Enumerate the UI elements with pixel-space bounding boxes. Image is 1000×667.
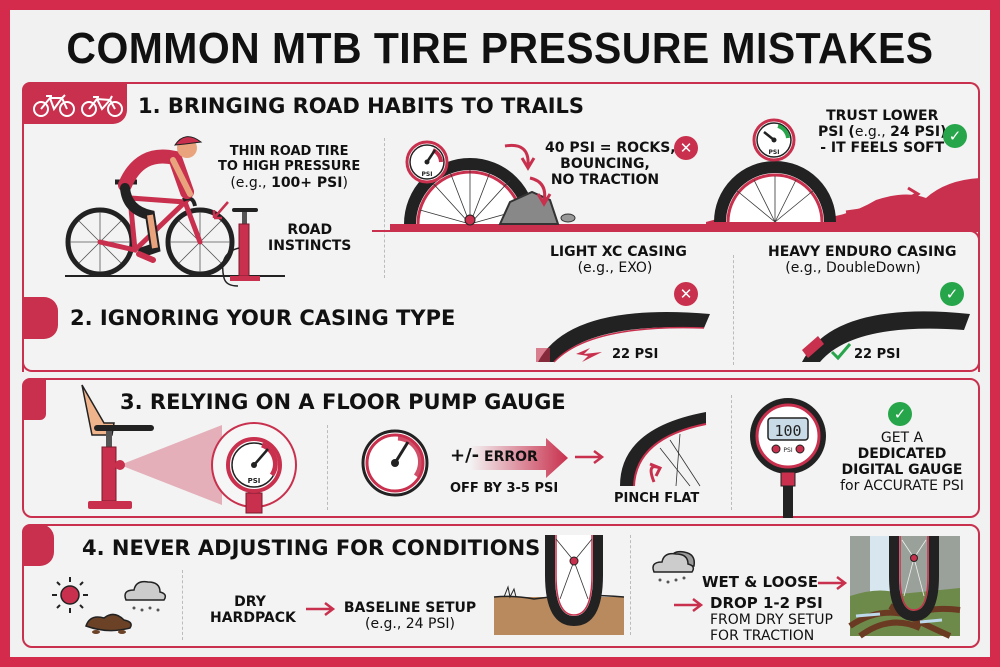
wet-roots-wheel-illustration	[848, 536, 961, 639]
arrow-right-icon	[818, 576, 848, 590]
heavy-casing-example: (e.g., DoubleDown)	[785, 260, 921, 277]
rain-cloud-icon	[124, 580, 167, 612]
infographic-sheet: COMMON MTB TIRE PRESSURE MISTAKES 1. BRI…	[10, 10, 990, 657]
section-2-title: 2. IGNORING YOUR CASING TYPE	[70, 306, 456, 330]
bad-pressure-callout: 40 PSI = ROCKS, BOUNCING, NO TRACTION	[545, 140, 676, 189]
pinch-flat-tire-illustration	[620, 412, 707, 487]
dry-trail-wheel-illustration	[493, 535, 625, 635]
pump-label-line1: ROAD	[287, 222, 333, 238]
dry-line2: HARDPACK	[210, 610, 296, 627]
wet-drop: DROP 1-2 PSI	[710, 594, 823, 612]
light-casing-psi: 22 PSI	[612, 347, 658, 362]
analog-gauge-icon	[361, 429, 429, 497]
gauge-psi-text: PSI	[248, 477, 261, 485]
digital-gauge-advice: GET A DEDICATED DIGITAL GAUGE for ACCURA…	[832, 430, 972, 494]
baseline-setup-label: BASELINE SETUP (e.g., 24 PSI)	[340, 600, 480, 632]
bad-callout-line2: BOUNCING,	[560, 156, 650, 173]
error-word: ERROR	[484, 449, 538, 465]
road-cyclist-illustration	[65, 136, 285, 277]
error-prefix: +/-	[450, 445, 480, 466]
arrow-right-icon	[674, 598, 704, 612]
good-callout-line1: TRUST LOWER	[826, 108, 939, 124]
dry-hardpack-label: DRY HARDPACK	[210, 594, 296, 627]
low-pressure-gauge-icon: PSI	[752, 118, 796, 162]
section-4-title: 4. NEVER ADJUSTING FOR CONDITIONS	[82, 536, 541, 560]
section-3-tab	[22, 378, 46, 420]
advice-line4: for ACCURATE PSI	[840, 478, 964, 495]
heavy-casing-title: HEAVY ENDURO CASING	[768, 244, 957, 260]
mud-icon	[85, 613, 132, 634]
section-3-title: 3. RELYING ON A FLOOR PUMP GAUGE	[120, 390, 566, 414]
divider	[630, 535, 631, 635]
advice-line1: GET A	[880, 430, 924, 446]
error-detail: OFF BY 3-5 PSI	[450, 481, 559, 496]
dry-line1: DRY	[234, 594, 266, 610]
check-icon: ✓	[940, 282, 964, 306]
arrow-right-icon	[575, 450, 605, 464]
digital-gauge-icon: 100 PSI	[750, 398, 826, 518]
arrow-to-tire-icon	[212, 201, 229, 220]
gauge-psi-text: PSI	[422, 171, 433, 178]
good-callout-line3: - IT FEELS SOFT	[820, 140, 945, 157]
arrow-right-icon	[306, 602, 336, 616]
mountain-bike-icon	[81, 95, 123, 117]
divider	[384, 138, 385, 278]
gauge-psi-text: PSI	[769, 149, 780, 156]
heavy-casing-tire-illustration: 22 PSI	[802, 311, 970, 362]
section-2-tab	[22, 297, 58, 339]
road-instincts-label: ROAD INSTINCTS	[268, 222, 351, 254]
bad-callout-line3: NO TRACTION	[550, 172, 660, 189]
good-callout-line2: PSI (e.g., 24 PSI)	[818, 124, 946, 141]
pump-label-line2: INSTINCTS	[268, 238, 352, 255]
baseline-line1: BASELINE SETUP	[343, 600, 477, 616]
error-label: +/- ERROR	[450, 445, 538, 467]
gauge-icon: PSI	[405, 140, 449, 184]
bad-callout-line1: 40 PSI = ROCKS,	[545, 140, 676, 156]
wet-loose-label: WET & LOOSE	[702, 573, 819, 591]
error-arrow-icon	[470, 438, 568, 478]
digital-reading: 100	[774, 422, 801, 440]
page-title: COMMON MTB TIRE PRESSURE MISTAKES	[66, 24, 934, 73]
sun-icon	[52, 577, 88, 613]
divider	[182, 570, 183, 640]
bounce-arrows-icon	[504, 143, 552, 207]
light-casing-example: (e.g., EXO)	[577, 260, 653, 277]
digital-unit: PSI	[783, 447, 792, 454]
baseline-line2: (e.g., 24 PSI)	[365, 616, 455, 633]
advice-line2: DEDICATED	[857, 446, 947, 463]
advice-line3: DIGITAL GAUGE	[841, 462, 963, 479]
x-icon: ✕	[674, 136, 698, 160]
section-1-title: 1. BRINGING ROAD HABITS TO TRAILS	[138, 94, 585, 118]
check-icon: ✓	[888, 402, 912, 426]
heavy-casing-label: HEAVY ENDURO CASING (e.g., DoubleDown)	[768, 244, 957, 277]
light-casing-label: LIGHT XC CASING (e.g., EXO)	[550, 244, 687, 277]
section-4-tab	[22, 524, 54, 566]
road-tire-callout: THIN ROAD TIRE TO HIGH PRESSURE (e.g., 1…	[218, 144, 361, 191]
good-pressure-callout: TRUST LOWER PSI (e.g., 24 PSI) - IT FEEL…	[818, 108, 946, 156]
check-icon: ✓	[943, 124, 967, 148]
rain-cloud-icon	[652, 550, 696, 584]
road-callout-line1: THIN ROAD TIRE	[229, 144, 349, 159]
light-casing-tire-illustration: 22 PSI	[536, 312, 710, 363]
wet-line4: FOR TRACTION	[710, 628, 815, 645]
wet-line3: FROM DRY SETUP	[710, 612, 833, 629]
wet-advice: DROP 1-2 PSI FROM DRY SETUP FOR TRACTION	[710, 594, 833, 645]
floor-pump-with-gauge-illustration: PSI	[81, 384, 297, 514]
light-casing-title: LIGHT XC CASING	[550, 244, 687, 260]
divider	[327, 425, 328, 510]
x-icon: ✕	[674, 282, 698, 306]
road-callout-line3: (e.g., 100+ PSI)	[230, 174, 348, 191]
road-bike-icon	[33, 94, 75, 117]
floor-pump-icon	[221, 208, 260, 287]
divider	[731, 395, 732, 510]
heavy-casing-psi: 22 PSI	[854, 347, 900, 362]
divider	[733, 255, 734, 365]
low-pressure-trail-illustration	[706, 161, 980, 232]
pinch-flat-label: PINCH FLAT	[614, 491, 700, 506]
section-2-right-frame	[372, 230, 980, 372]
road-callout-line2: TO HIGH PRESSURE	[218, 158, 361, 174]
